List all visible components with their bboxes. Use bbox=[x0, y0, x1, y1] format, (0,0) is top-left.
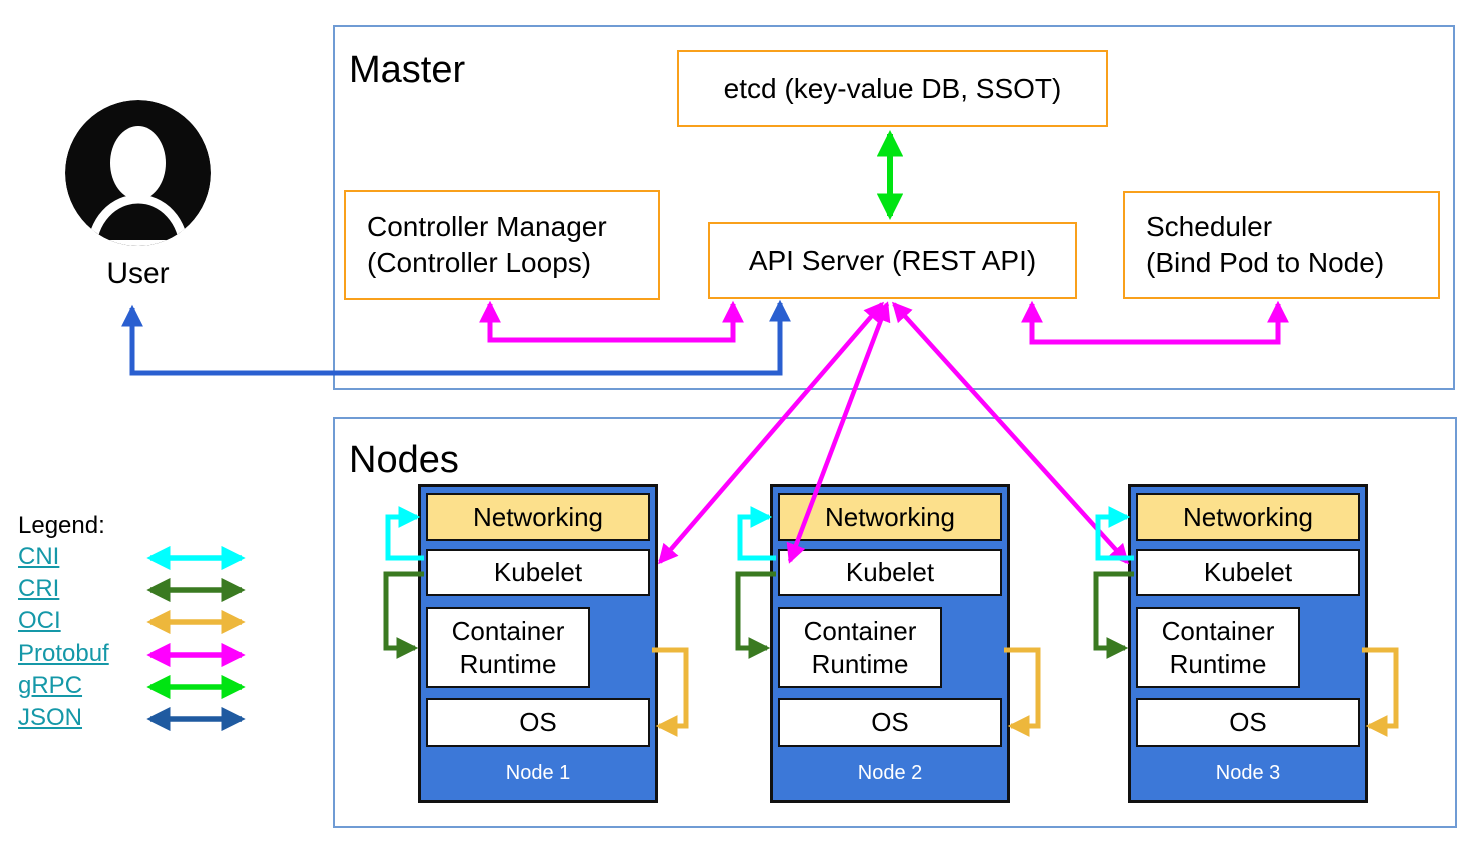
user-label: User bbox=[106, 257, 170, 290]
node-3-kubelet-label: Kubelet bbox=[1203, 557, 1293, 587]
node-2-networking-box: Networking bbox=[778, 493, 1002, 541]
node-2-container-runtime-box: Container Runtime bbox=[778, 607, 942, 688]
node-2-name: Node 2 bbox=[857, 762, 923, 784]
node-2-networking-label: Networking bbox=[824, 501, 956, 532]
node-3-name: Node 3 bbox=[1215, 762, 1281, 784]
api-server-label: API Server (REST API) bbox=[748, 244, 1037, 276]
legend-link-json[interactable]: JSON bbox=[18, 704, 83, 731]
node-3-container-runtime-box: Container Runtime bbox=[1136, 607, 1300, 688]
node-2: Networking Kubelet Container Runtime OS … bbox=[770, 484, 1010, 803]
node-2-kubelet-box: Kubelet bbox=[778, 549, 1002, 596]
scheduler-box: Scheduler (Bind Pod to Node) bbox=[1123, 191, 1440, 299]
node-3: Networking Kubelet Container Runtime OS … bbox=[1128, 484, 1368, 803]
nodes-section-title: Nodes bbox=[349, 439, 459, 481]
controller-manager-label-line2: (Controller Loops) bbox=[367, 247, 592, 278]
etcd-label: etcd (key-value DB, SSOT) bbox=[723, 72, 1062, 104]
node-3-networking-label: Networking bbox=[1182, 501, 1314, 532]
user-avatar-icon bbox=[65, 100, 211, 246]
node-2-container-runtime-label: Container Runtime bbox=[803, 615, 917, 679]
node-3-kubelet-box: Kubelet bbox=[1136, 549, 1360, 596]
node-1-container-runtime-label: Container Runtime bbox=[451, 615, 565, 679]
api-server-box: API Server (REST API) bbox=[708, 222, 1077, 299]
node-1-kubelet-box: Kubelet bbox=[426, 549, 650, 596]
controller-manager-label-line1: Controller Manager bbox=[367, 211, 607, 242]
node-2-os-label: OS bbox=[871, 707, 909, 737]
node-1-networking-box: Networking bbox=[426, 493, 650, 541]
node-1: Networking Kubelet Container Runtime OS … bbox=[418, 484, 658, 803]
node-3-os-label: OS bbox=[1229, 707, 1267, 737]
legend-link-cri[interactable]: CRI bbox=[18, 575, 60, 602]
scheduler-label-line1: Scheduler bbox=[1146, 211, 1273, 242]
node-3-networking-box: Networking bbox=[1136, 493, 1360, 541]
legend-link-protobuf[interactable]: Protobuf bbox=[18, 640, 109, 667]
node-1-container-runtime-box: Container Runtime bbox=[426, 607, 590, 688]
legend-title: Legend: bbox=[18, 512, 105, 539]
etcd-box: etcd (key-value DB, SSOT) bbox=[677, 50, 1108, 127]
controller-manager-box: Controller Manager (Controller Loops) bbox=[344, 190, 660, 300]
scheduler-label-line2: (Bind Pod to Node) bbox=[1146, 247, 1385, 278]
node-1-os-label: OS bbox=[519, 707, 557, 737]
node-3-container-runtime-label: Container Runtime bbox=[1161, 615, 1275, 679]
legend-link-grpc[interactable]: gRPC bbox=[18, 672, 83, 699]
legend-link-oci[interactable]: OCI bbox=[18, 607, 61, 634]
node-3-os-box: OS bbox=[1136, 698, 1360, 747]
node-1-os-box: OS bbox=[426, 698, 650, 747]
node-1-name: Node 1 bbox=[505, 762, 571, 784]
node-1-kubelet-label: Kubelet bbox=[493, 557, 583, 587]
master-section-title: Master bbox=[349, 49, 466, 91]
legend-link-cni[interactable]: CNI bbox=[18, 543, 60, 570]
node-1-networking-label: Networking bbox=[472, 501, 604, 532]
node-2-kubelet-label: Kubelet bbox=[845, 557, 935, 587]
node-2-os-box: OS bbox=[778, 698, 1002, 747]
